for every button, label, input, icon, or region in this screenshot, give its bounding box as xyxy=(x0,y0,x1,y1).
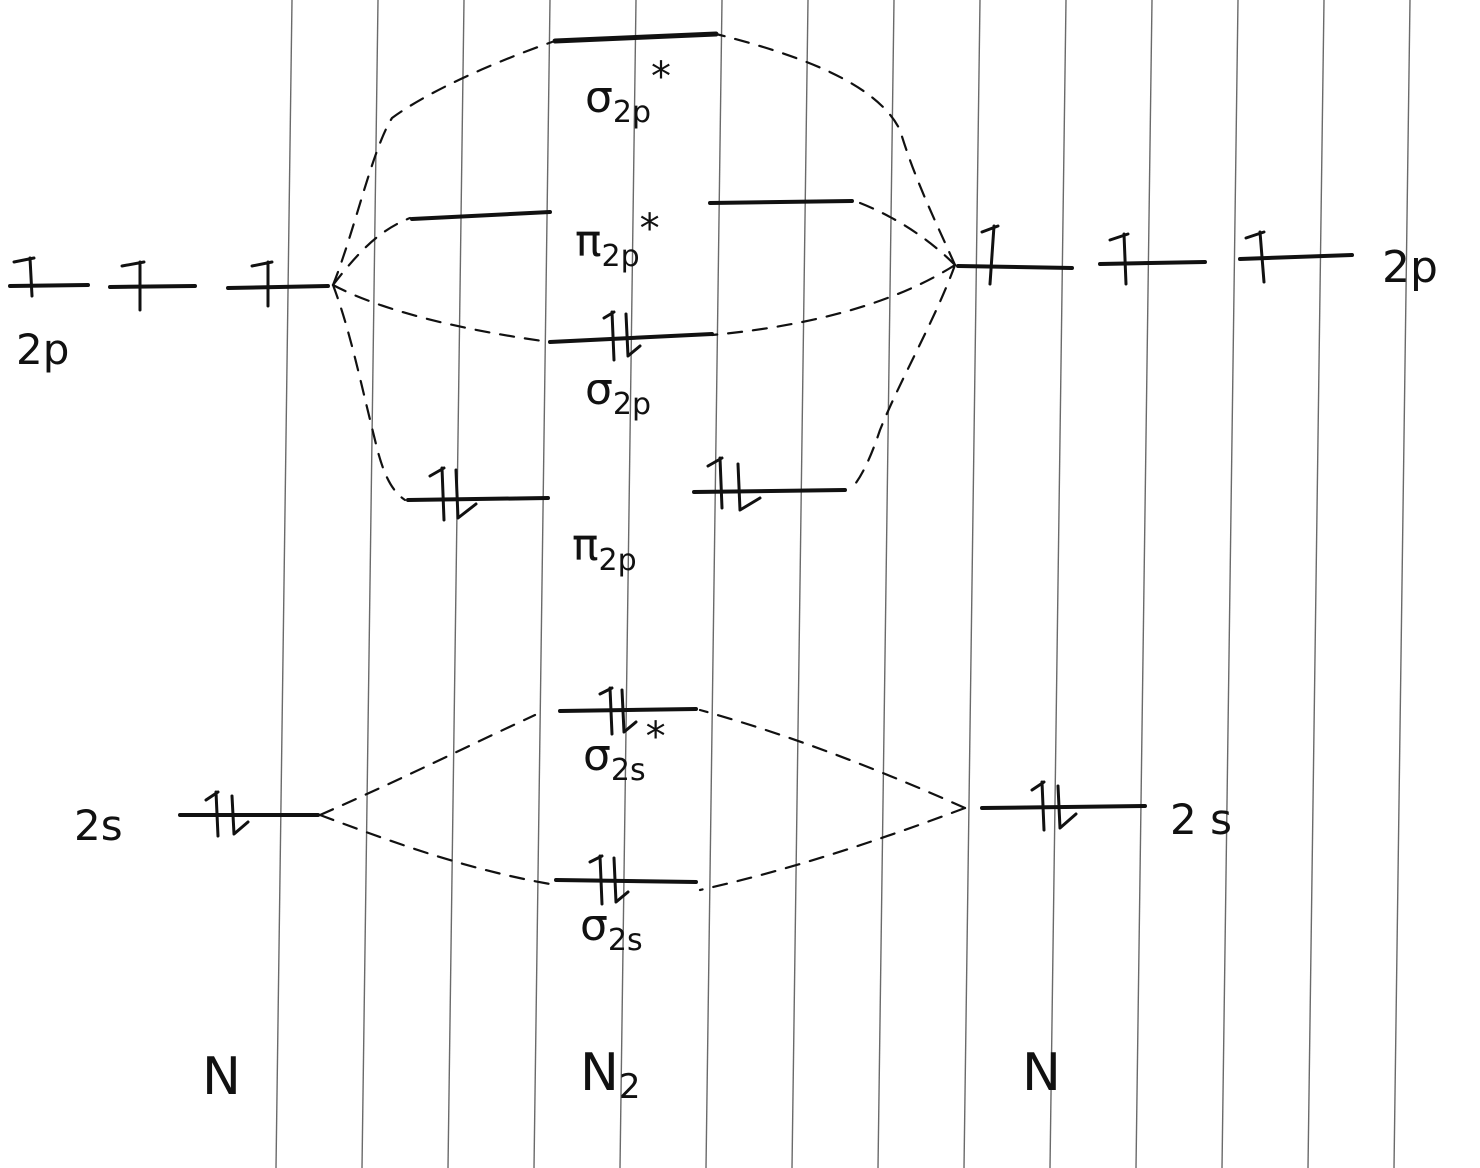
electrons xyxy=(12,224,1266,906)
electron-up-left-2p-3 xyxy=(250,260,274,308)
dash-left-2s-sigma2s xyxy=(318,813,552,886)
level-sigma2p xyxy=(548,332,714,344)
level-right-2p-2 xyxy=(1098,260,1207,266)
label-left-2p: 2p xyxy=(16,325,69,374)
dash-left-2p-pi2p xyxy=(331,283,407,502)
level-left-2p-1 xyxy=(8,283,90,288)
electron-up-left-2p-2 xyxy=(120,260,146,312)
level-left-2p-2 xyxy=(108,284,197,289)
level-pi2p-star-2 xyxy=(708,199,854,205)
label-pi2p: π2p xyxy=(572,520,637,578)
level-right-2p-3 xyxy=(1238,253,1354,261)
dash-left-2s-sigma2s-star xyxy=(318,713,537,817)
label-sigma2s-star: σ2s* xyxy=(583,714,666,788)
electron-pair-sigma2s xyxy=(588,854,630,906)
label-molecule: N2 xyxy=(580,1043,641,1107)
dash-right-2p-sigma2p xyxy=(710,263,957,337)
energy-levels xyxy=(8,31,1354,884)
dash-left-2p-sigma2p xyxy=(331,283,552,344)
label-right-2s: 2 s xyxy=(1170,795,1232,844)
electron-pair-sigma2s-star xyxy=(598,686,638,736)
paper-rules xyxy=(275,0,1411,1168)
correlation-lines xyxy=(318,32,967,892)
label-left-2s: 2s xyxy=(74,801,123,850)
label-atom-left: N xyxy=(202,1047,241,1107)
electron-pair-pi2p-1 xyxy=(428,466,478,522)
dash-right-2s-sigma2s-star xyxy=(698,708,967,810)
electron-pair-pi2p-2 xyxy=(706,456,762,512)
label-sigma2p-star: σ2p* xyxy=(585,54,671,130)
dash-right-2p-sigma2p-star xyxy=(714,32,957,267)
level-pi2p-star-1 xyxy=(410,210,552,221)
electron-up-right-2p-1 xyxy=(980,224,1000,286)
dash-left-2p-pi2p-star xyxy=(331,216,412,287)
electron-up-left-2p-1 xyxy=(12,256,36,298)
label-sigma2s: σ2s xyxy=(580,900,643,958)
labels: 2p 2p 2s 2 s σ2p* π2p* σ2p π2p σ2s* σ2s … xyxy=(16,54,1438,1107)
level-right-2s xyxy=(980,804,1147,810)
level-pi2p-2 xyxy=(692,488,847,494)
electron-pair-sigma2p xyxy=(602,310,642,362)
label-right-2p: 2p xyxy=(1382,242,1438,293)
level-sigma2p-star xyxy=(552,31,719,44)
label-atom-right: N xyxy=(1022,1043,1061,1103)
electron-up-right-2p-3 xyxy=(1244,230,1266,284)
dash-right-2p-pi2p-star xyxy=(850,198,957,267)
electron-up-right-2p-2 xyxy=(1108,232,1130,286)
dash-right-2s-sigma2s xyxy=(698,806,967,892)
dash-left-2p-sigma2p-star xyxy=(331,40,554,287)
level-right-2p-1 xyxy=(956,264,1074,270)
level-sigma2s-star xyxy=(558,707,698,713)
electron-pair-left-2s xyxy=(204,790,250,838)
level-sigma2s xyxy=(554,878,698,884)
label-pi2p-star: π2p* xyxy=(575,206,660,274)
level-left-2p-3 xyxy=(226,284,330,290)
electron-pair-right-2s xyxy=(1030,780,1078,832)
dash-right-2p-pi2p xyxy=(848,263,957,492)
label-sigma2p: σ2p xyxy=(585,364,651,422)
level-pi2p-1 xyxy=(406,496,550,502)
